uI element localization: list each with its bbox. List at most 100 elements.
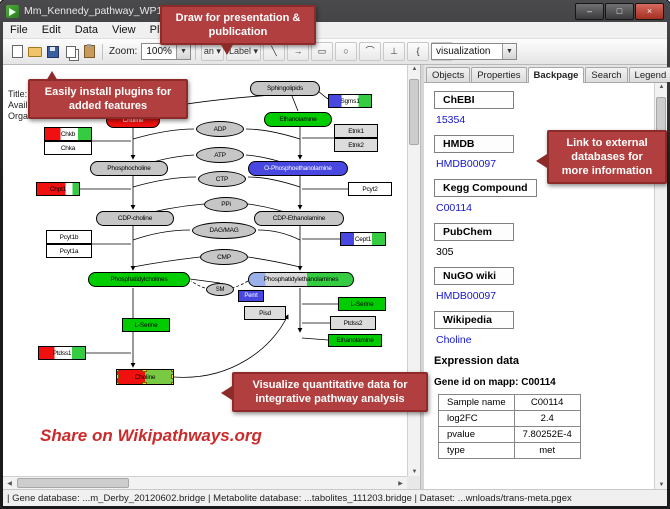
pathway-node-pemt[interactable]: Pemt (238, 290, 264, 302)
tab-properties[interactable]: Properties (471, 67, 527, 82)
maximize-button[interactable]: □ (605, 2, 634, 20)
toolbar-separator (102, 43, 103, 60)
pathway-node-phosphatidylethanolamines[interactable]: Phosphatidylethanolamines (248, 272, 354, 287)
scroll-left-icon[interactable]: ◀ (7, 481, 12, 487)
selection-handle[interactable] (117, 374, 119, 379)
pathway-node-sm[interactable]: SM (206, 283, 234, 296)
pathway-info-label: Organ (8, 111, 34, 121)
pathway-node-phosphatidylcholines[interactable]: Phosphatidylcholines (88, 272, 190, 287)
backpage-value-kegg-compound[interactable]: C00114 (436, 202, 473, 214)
new-file-button[interactable] (8, 43, 26, 61)
pathway-node-dag-mag[interactable]: DAG/MAG (192, 222, 256, 239)
selection-handle[interactable] (142, 370, 147, 372)
pathway-node-cdp-ethanolamine[interactable]: CDP-Ethanolamine (254, 211, 344, 226)
pathway-node-ptdss2[interactable]: Ptdss2 (330, 316, 376, 330)
pathway-node-cmp[interactable]: CMP (200, 249, 248, 265)
pathway-node-pisd[interactable]: Pisd (244, 306, 286, 320)
pathway-node-l-serine-left[interactable]: L-Serine (122, 318, 170, 332)
pathway-node-sgms1[interactable]: Sgms1 (328, 94, 372, 108)
pathway-node-sphingolipids[interactable]: Sphingolipids (250, 81, 320, 96)
canvas-horizontal-scrollbar[interactable]: ◀ ▶ (3, 476, 407, 489)
pathway-node-cept1[interactable]: Cept1 (340, 232, 386, 246)
zoom-combobox[interactable]: 100% ▼ (141, 43, 191, 60)
pathway-node-cdp-choline[interactable]: CDP-choline (96, 211, 174, 226)
pathway-node-choline-selected[interactable]: Choline (116, 369, 174, 385)
tab-backpage[interactable]: Backpage (527, 67, 585, 83)
pathway-node-chka[interactable]: Chka (44, 141, 92, 155)
pathway-node-atp[interactable]: ATP (196, 147, 244, 163)
pathway-node-o-phosphoethanolamine[interactable]: O-Phosphoethanolamine (248, 161, 348, 176)
pathway-node-ppi[interactable]: PPi (204, 197, 248, 212)
chevron-down-icon[interactable]: ▼ (502, 44, 516, 59)
paste-button[interactable] (80, 43, 98, 61)
pathway-node-pcyt1b[interactable]: Pcyt1b (46, 230, 92, 244)
pathway-node-pcyt2[interactable]: Pcyt2 (348, 182, 392, 196)
scroll-down-icon[interactable]: ▼ (658, 482, 665, 488)
scrollbar-thumb[interactable] (17, 478, 129, 488)
panel-splitter[interactable] (421, 65, 424, 489)
scrollbar-corner (407, 476, 420, 489)
selection-handle[interactable] (142, 382, 147, 384)
menu-file[interactable]: File (10, 24, 28, 36)
menu-bar: FileEditDataViewPluginsHelp (3, 22, 667, 39)
scroll-up-icon[interactable]: ▲ (658, 84, 665, 90)
pathway-node-pcyt1a[interactable]: Pcyt1a (46, 244, 92, 258)
minimize-button[interactable]: – (575, 2, 604, 20)
copy-button[interactable] (62, 43, 80, 61)
rect-tool[interactable]: ▭ (311, 42, 333, 61)
callout-plugins: Easily install plugins for added feature… (28, 71, 188, 119)
oval-tool[interactable]: ○ (335, 42, 357, 61)
backpage-value-chebi[interactable]: 15354 (436, 114, 466, 126)
pathway-node-ctp[interactable]: CTP (198, 171, 246, 187)
title-bar[interactable]: Mm_Kennedy_pathway_WP1771_45176.gpml – □… (0, 0, 670, 22)
menu-data[interactable]: Data (74, 24, 98, 36)
toolbar-separator (194, 43, 196, 60)
pathway-node-ethanolamine-2[interactable]: Ethanolamine (328, 334, 382, 347)
backpage-value-nugo-wiki[interactable]: HMDB00097 (436, 290, 497, 302)
tbar-tool[interactable]: ⊥ (383, 42, 405, 61)
tab-search[interactable]: Search (585, 67, 628, 82)
scroll-right-icon[interactable]: ▶ (398, 481, 403, 487)
new-file-icon (11, 45, 23, 58)
save-button[interactable] (44, 43, 62, 61)
pathway-node-adp[interactable]: ADP (196, 121, 244, 137)
backpage-value-hmdb[interactable]: HMDB00097 (436, 158, 497, 170)
arc-tool[interactable]: ⌒ (359, 42, 381, 61)
tab-objects[interactable]: Objects (426, 67, 471, 82)
scroll-up-icon[interactable]: ▲ (411, 66, 418, 72)
selection-handle[interactable] (171, 374, 173, 379)
backpage-section-hmdb: HMDB (434, 135, 514, 153)
chevron-down-icon[interactable]: ▼ (175, 44, 190, 59)
selection-handle[interactable] (171, 370, 173, 372)
visualization-combobox[interactable]: visualization ▼ (431, 43, 517, 60)
status-text: | Gene database: ...m_Derby_20120602.bri… (7, 492, 572, 504)
close-button[interactable]: × (635, 2, 664, 20)
menu-edit[interactable]: Edit (41, 24, 61, 36)
scroll-down-icon[interactable]: ▼ (411, 469, 418, 475)
pathway-node-etnk2[interactable]: Etnk2 (334, 138, 378, 152)
brace-tool[interactable]: { (407, 42, 429, 61)
arrow-tool[interactable]: → (287, 42, 309, 61)
selection-handle[interactable] (171, 382, 173, 384)
pathway-node-ethanolamine[interactable]: Ethanolamine (264, 112, 332, 127)
expression-data-heading: Expression data (434, 355, 519, 367)
pathway-node-ptdss1[interactable]: Ptdss1 (38, 346, 86, 360)
menu-view[interactable]: View (111, 24, 136, 36)
open-button[interactable] (26, 43, 44, 61)
backpage-section-wikipedia: Wikipedia (434, 311, 514, 329)
selection-handle[interactable] (117, 370, 119, 372)
scrollbar-thumb[interactable] (409, 79, 419, 145)
canvas-vertical-scrollbar[interactable]: ▲ ▼ (407, 65, 420, 476)
tab-legend[interactable]: Legend (628, 67, 670, 82)
pathway-node-chkb[interactable]: Chkb (44, 127, 92, 141)
pathway-node-phosphocholine[interactable]: Phosphocholine (90, 161, 168, 176)
pathway-node-etnk1[interactable]: Etnk1 (334, 124, 378, 138)
backpage-value-wikipedia[interactable]: Choline (436, 334, 472, 346)
pathway-node-l-serine-right[interactable]: L-Serine (338, 297, 386, 311)
pathway-node-chpt1[interactable]: Chpt1 (36, 182, 80, 196)
selection-handle[interactable] (117, 382, 119, 384)
backpage-section-kegg-compound: Kegg Compound (434, 179, 537, 197)
